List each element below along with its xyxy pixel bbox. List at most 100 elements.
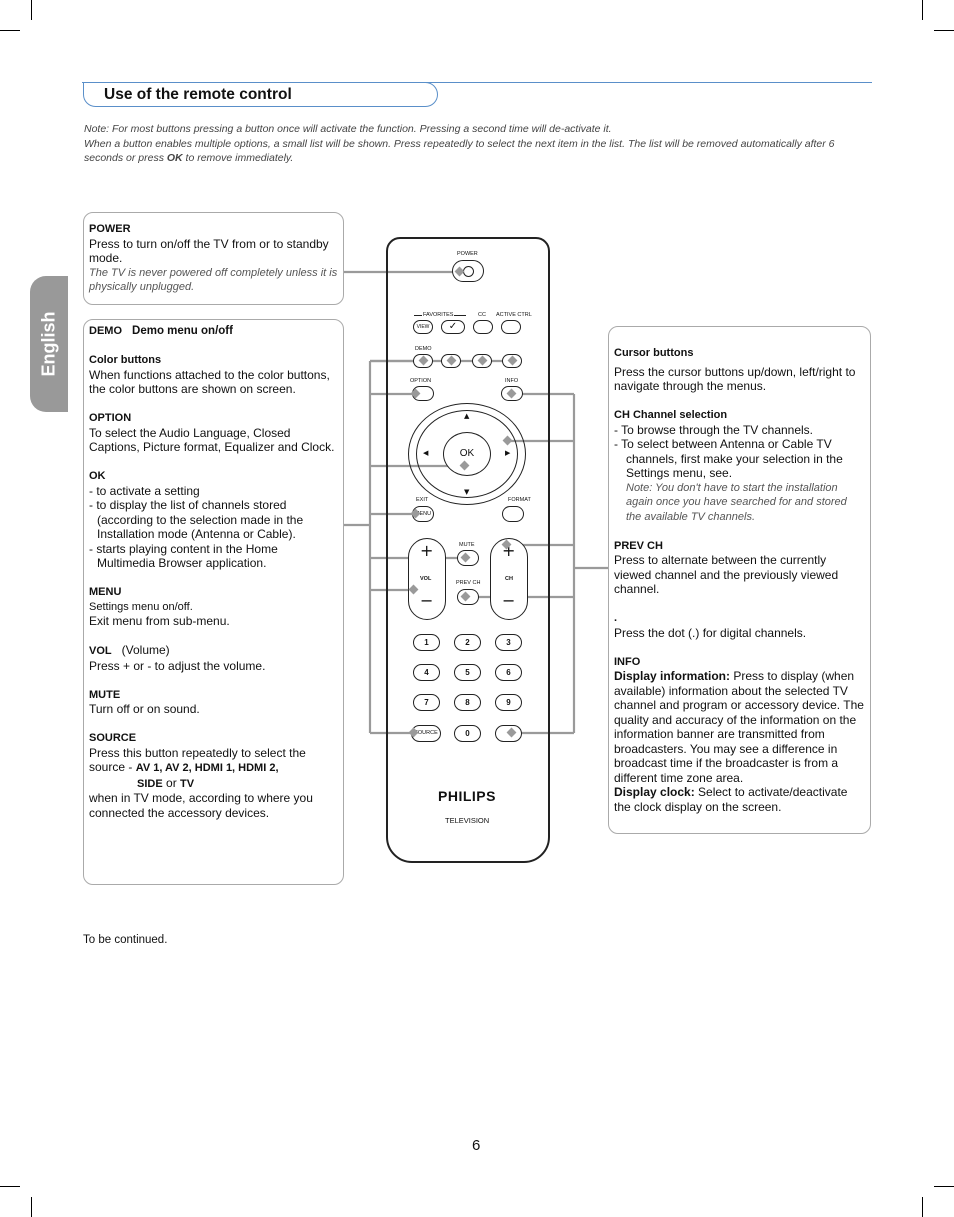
exit-label: EXIT bbox=[416, 497, 429, 503]
favorites-label: FAVORITES bbox=[422, 312, 455, 318]
crop-mark bbox=[31, 0, 32, 20]
crop-mark bbox=[922, 1197, 923, 1217]
ch-item: - To browse through the TV channels. bbox=[614, 422, 814, 437]
ch-rocker[interactable] bbox=[490, 538, 528, 620]
digit-button[interactable]: 5 bbox=[454, 664, 481, 681]
crop-mark bbox=[0, 1186, 20, 1187]
note-ok: OK bbox=[166, 152, 183, 164]
digit-button[interactable]: 3 bbox=[495, 634, 522, 651]
digit-button[interactable]: 6 bbox=[495, 664, 522, 681]
info-display-text: Press to display (when available) inform… bbox=[614, 669, 864, 785]
crop-mark bbox=[934, 1186, 954, 1187]
prevch-label: PREV CH bbox=[456, 580, 481, 586]
digit-label: 2 bbox=[465, 638, 470, 647]
ch-down-icon: − bbox=[502, 591, 516, 610]
format-button[interactable] bbox=[502, 506, 524, 522]
digit-button[interactable]: 1 bbox=[413, 634, 440, 651]
active-ctrl-label: ACTIVE CTRL bbox=[496, 312, 532, 318]
info-clock-label: Display clock: bbox=[614, 785, 695, 799]
digit-label: 1 bbox=[424, 638, 429, 647]
cursor-up-icon[interactable]: ▲ bbox=[464, 412, 470, 420]
navigation-ring[interactable] bbox=[416, 410, 518, 498]
digit-button[interactable]: 4 bbox=[413, 664, 440, 681]
vol-rocker[interactable] bbox=[408, 538, 446, 620]
source-list-2a: SIDE bbox=[137, 777, 163, 790]
remote-control-body bbox=[386, 237, 550, 863]
vol-text: Press + or - to adjust the volume. bbox=[89, 658, 266, 673]
intro-note: Note: For most buttons pressing a button… bbox=[84, 122, 874, 166]
view-label: VIEW bbox=[416, 324, 430, 330]
digit-button[interactable]: 2 bbox=[454, 634, 481, 651]
digit-label: 3 bbox=[506, 638, 511, 647]
continued-note: To be continued. bbox=[83, 934, 168, 946]
ch-item: - To select between Antenna or Cable TV … bbox=[614, 437, 843, 480]
power-note: The TV is never powered off completely u… bbox=[89, 266, 338, 294]
crop-mark bbox=[0, 30, 20, 31]
active-ctrl-button[interactable] bbox=[501, 320, 521, 334]
navigation-ring-outer bbox=[408, 403, 526, 505]
vol-label: VOL bbox=[420, 576, 432, 582]
vol-heading: VOL bbox=[89, 645, 112, 657]
dot-heading: . bbox=[614, 612, 618, 624]
ok-button-label: OK bbox=[459, 448, 475, 459]
brand-subtitle: TELEVISION bbox=[445, 816, 490, 825]
crop-mark bbox=[31, 1197, 32, 1217]
note-line-1: Note: For most buttons pressing a button… bbox=[84, 123, 612, 135]
option-heading: OPTION bbox=[89, 412, 132, 424]
info-heading: INFO bbox=[614, 655, 641, 668]
cursor-right-icon[interactable]: ▶ bbox=[505, 449, 511, 457]
digit-label: 0 bbox=[465, 729, 470, 738]
power-description-box: POWER Press to turn on/off the TV from o… bbox=[83, 212, 344, 305]
color-buttons-text: When functions attached to the color but… bbox=[89, 367, 330, 397]
menu-heading: MENU bbox=[89, 586, 122, 598]
cc-button[interactable] bbox=[473, 320, 493, 334]
ch-label: CH bbox=[505, 576, 513, 582]
mute-label: MUTE bbox=[459, 542, 475, 548]
digit-label: 5 bbox=[465, 668, 470, 677]
ch-note: Note: You don't have to start the instal… bbox=[626, 481, 847, 523]
option-label: OPTION bbox=[410, 378, 432, 384]
power-heading: POWER bbox=[89, 223, 131, 235]
crop-mark bbox=[934, 30, 954, 31]
view-button[interactable]: VIEW bbox=[413, 320, 433, 334]
prevch-heading: PREV CH bbox=[614, 539, 663, 552]
power-text: Press to turn on/off the TV from or to s… bbox=[89, 236, 329, 266]
dot-text: Press the dot (.) for digital channels. bbox=[614, 625, 807, 640]
ok-item: - starts playing content in the Home Mul… bbox=[89, 541, 278, 571]
menu-text-2: Exit menu from sub-menu. bbox=[89, 614, 230, 628]
ok-heading: OK bbox=[89, 470, 106, 482]
ch-heading: CH Channel selection bbox=[614, 409, 728, 421]
digit-label: 9 bbox=[506, 698, 511, 707]
demo-heading: DEMO bbox=[89, 325, 122, 337]
digit-button[interactable]: 0 bbox=[454, 725, 481, 742]
source-button-label: SOURCE bbox=[414, 730, 438, 736]
favorite-check-button[interactable]: ✓ bbox=[441, 320, 465, 334]
cursor-heading: Cursor buttons bbox=[614, 347, 694, 359]
cc-label: CC bbox=[478, 312, 486, 318]
cursor-down-icon[interactable]: ▼ bbox=[464, 488, 470, 496]
cursor-left-icon[interactable]: ◀ bbox=[423, 449, 429, 457]
digit-button[interactable]: 8 bbox=[454, 694, 481, 711]
cursor-text: Press the cursor buttons up/down, left/r… bbox=[614, 364, 856, 394]
vol-paren: (Volume) bbox=[121, 643, 170, 657]
mute-text: Turn off or on sound. bbox=[89, 702, 200, 716]
digit-label: 8 bbox=[465, 698, 470, 707]
prevch-text: Press to alternate between the currently… bbox=[614, 553, 839, 596]
source-text: Press this button repeatedly to select t… bbox=[89, 745, 306, 775]
info-label: INFO bbox=[505, 378, 519, 384]
digit-button[interactable]: 9 bbox=[495, 694, 522, 711]
source-button[interactable]: SOURCE bbox=[411, 725, 441, 742]
mute-heading: MUTE bbox=[89, 688, 121, 701]
source-heading: SOURCE bbox=[89, 732, 137, 744]
source-or: or bbox=[162, 775, 181, 790]
color-buttons-heading: Color buttons bbox=[89, 354, 162, 366]
left-description-box: DEMO Demo menu on/off Color buttons When… bbox=[83, 319, 344, 885]
digit-button[interactable]: 7 bbox=[413, 694, 440, 711]
source-text-2: when in TV mode, according to where you … bbox=[89, 791, 313, 820]
ok-button[interactable]: OK bbox=[443, 432, 491, 476]
demo-text: Demo menu on/off bbox=[132, 325, 233, 337]
demo-label: DEMO bbox=[415, 346, 432, 352]
power-label: POWER bbox=[457, 251, 478, 257]
option-text: To select the Audio Language, Closed Cap… bbox=[89, 425, 335, 455]
digit-label: 6 bbox=[506, 668, 511, 677]
